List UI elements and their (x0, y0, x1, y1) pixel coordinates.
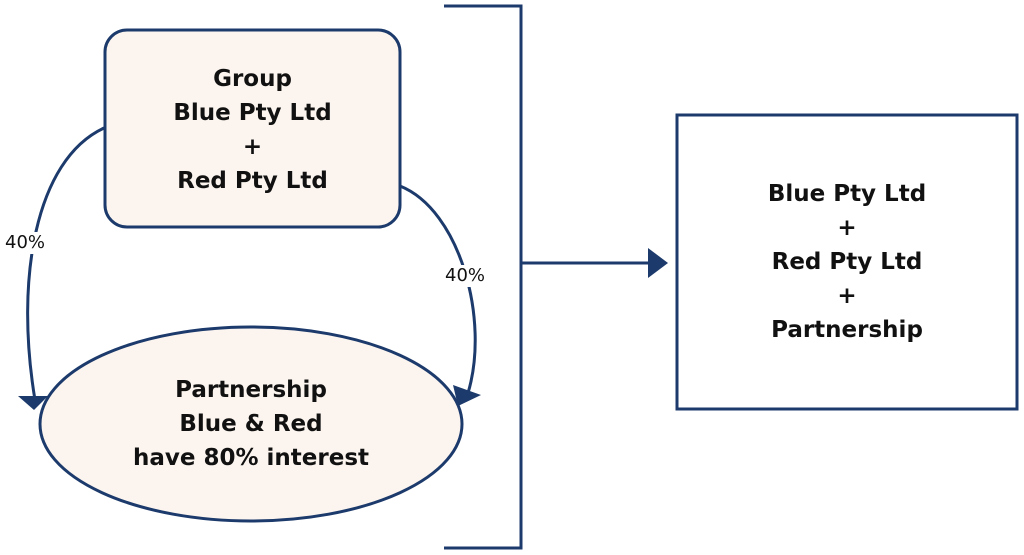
result-box-text: Blue Pty Ltd + Red Pty Ltd + Partnership (677, 176, 1017, 348)
result-line: Red Pty Ltd (771, 249, 923, 275)
partnership-line: Blue & Red (179, 411, 323, 437)
group-box-line: + (242, 133, 263, 160)
result-box-shape (675, 113, 1019, 411)
right-arrowhead (453, 385, 481, 406)
result-line: Blue Pty Ltd (767, 181, 927, 207)
partnership-line: have 80% interest (132, 445, 370, 471)
group-box-shape (103, 28, 402, 229)
result-line: Partnership (771, 317, 923, 343)
result-line: + (837, 283, 857, 309)
left-arrowhead (18, 396, 48, 410)
group-box-line: Red Pty Ltd (177, 167, 328, 194)
partnership-line: Partnership (175, 377, 327, 403)
group-box-line: Blue Pty Ltd (173, 99, 332, 126)
partnership-ellipse-text: Partnership Blue & Red have 80% interest (60, 366, 442, 482)
left-edge-arrow (26, 126, 105, 401)
bracket-arrowhead (648, 248, 668, 278)
group-box-line: Group (213, 65, 292, 92)
partnership-ellipse-shape (38, 325, 464, 523)
result-line: + (837, 215, 857, 241)
left-edge-label: 40% (3, 232, 48, 254)
right-edge-label: 40% (443, 265, 488, 287)
bracket (444, 4, 523, 550)
group-box-text: Group Blue Pty Ltd + Red Pty Ltd (105, 32, 400, 227)
